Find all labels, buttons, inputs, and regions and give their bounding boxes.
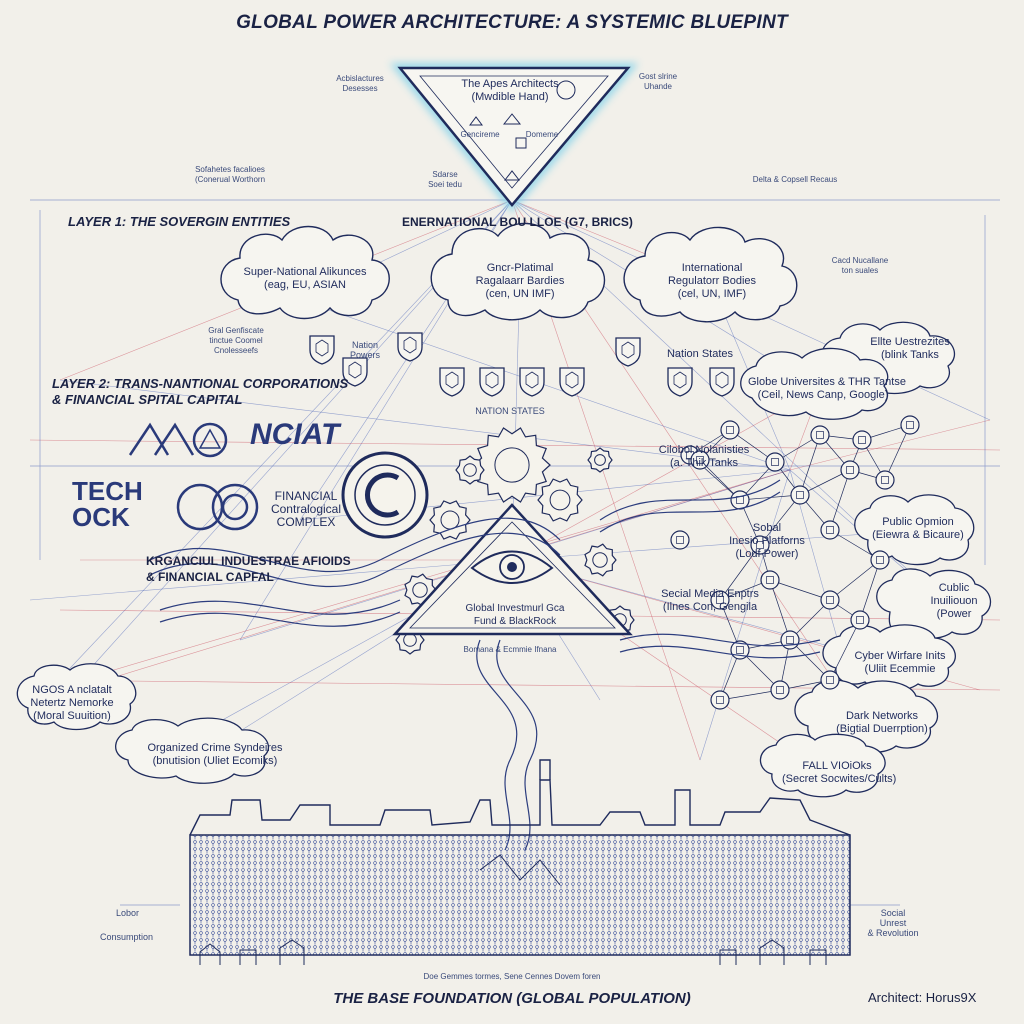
bureau-label: Bomana & Ecmmie Ifnana xyxy=(440,645,580,655)
ngos-label: NGOS A nclatalt Netertz Nemorke (Moral S… xyxy=(22,684,122,723)
network-node xyxy=(853,431,871,449)
cyber-label: Cyber Wirfare Inits (Uliit Ecemmie xyxy=(840,650,960,676)
nation-states-center-label: NATION STATES xyxy=(460,406,560,416)
gear-icon xyxy=(588,448,612,472)
note-gral: Gral Genfiscate tinctue Coomel Cnolessee… xyxy=(196,326,276,356)
intl-regulatory-label: International Regulatorr Bodies (cel, UN… xyxy=(632,262,792,301)
industrial-heading: KRGANCIUL INDUESTRAE AFIOIDS & FINANCIAL… xyxy=(146,553,351,585)
gear-icon xyxy=(585,544,616,576)
shield-icon xyxy=(710,368,734,396)
network-node xyxy=(771,681,789,699)
network-link xyxy=(830,560,880,600)
network-node xyxy=(871,551,889,569)
shield-icon xyxy=(480,368,504,396)
network-node xyxy=(781,631,799,649)
note-top-right: Gost slrine Uhande xyxy=(628,72,688,92)
global-fund-label: Global Investmurl Gca Fund & BlackRock xyxy=(440,602,590,628)
network-node xyxy=(841,461,859,479)
note-right-top: Cacd Nucallane ton suales xyxy=(820,256,900,276)
shield-icon xyxy=(398,333,422,361)
dark-networks-label: Dark Networks (Bigtial Duerrption) xyxy=(822,710,942,736)
social-platform-label: Sobal Inesio Platforns (Lodf Power) xyxy=(712,522,822,561)
social-media-label: Secial Media Enptrs (Ilnes Con, Gengila xyxy=(650,588,770,614)
network-node xyxy=(876,471,894,489)
note-top-left: Acbislactures Desesses xyxy=(320,74,400,94)
elite-label: Ellte Uestrezites (blink Tanks xyxy=(860,336,960,362)
base-foundation xyxy=(190,760,850,965)
gear-icon xyxy=(538,479,582,521)
note-left-mid: Sofahetes facalioes (Conerual Worthorn xyxy=(180,165,280,185)
network-node xyxy=(811,426,829,444)
labor-label: Lobor xyxy=(116,908,139,918)
shield-icon xyxy=(616,338,640,366)
nation-powers-label: Nation Powers xyxy=(330,340,400,360)
fall-societies-label: FALL VIOiOks (Secret Socwites/Cults) xyxy=(782,760,892,786)
network-node xyxy=(731,491,749,509)
network-node xyxy=(791,486,809,504)
crime-label: Organized Crime Syndeires (bnutision (Ul… xyxy=(140,742,290,768)
layer1-heading: LAYER 1: THE SOVERGIN ENTITIES xyxy=(68,214,290,230)
shield-icon xyxy=(668,368,692,396)
note-delta: Delta & Copsell Recaus xyxy=(740,175,850,185)
diagram-title: GLOBAL POWER ARCHITECTURE: A SYSTEMIC BL… xyxy=(0,12,1024,34)
financial-complex-label: FINANCIAL Contralogical COMPLEX xyxy=(256,490,356,529)
cubic-label: Cublic Inuiliouon (Power xyxy=(922,582,986,621)
social-unrest-label: Social Unrest & Revolution xyxy=(858,908,928,938)
apex-line2: (Mwdible Hand) xyxy=(430,91,590,104)
consumption-label: Consumption xyxy=(100,932,153,942)
public-opinion-label: Public Opmion (Eiewra & Bicaure) xyxy=(868,516,968,542)
apex-sub-right: Domeme xyxy=(512,130,572,140)
network-node xyxy=(761,571,779,589)
shield-icon xyxy=(560,368,584,396)
network-node xyxy=(821,671,839,689)
apex-sub-left: Gencireme xyxy=(450,130,510,140)
shield-icon xyxy=(520,368,544,396)
shield-icon xyxy=(440,368,464,396)
tech-block-label: TECH OCK xyxy=(72,478,172,530)
network-node xyxy=(821,591,839,609)
network-node xyxy=(711,691,729,709)
gear-icon xyxy=(430,501,470,539)
layer2-heading: LAYER 2: TRANS-NANTIONAL CORPORATIONS & … xyxy=(52,376,348,408)
nation-states-right-label: Nation States xyxy=(650,348,750,361)
supranational-label: Super-National Alikunces (eag, EU, ASIAN xyxy=(230,266,380,292)
gear-icon xyxy=(456,456,484,484)
architect-credit: Architect: Horus9X xyxy=(868,990,976,1005)
apex-label[interactable]: The Apes Architects (Mwdible Hand) xyxy=(430,78,590,104)
network-node xyxy=(851,611,869,629)
global-bodies-label: Gncr-Platimal Ragalaarr Bardies (cen, UN… xyxy=(440,262,600,301)
globe-univ-label: Globe Universites & THR Tantse (Ceil, Ne… xyxy=(748,376,898,402)
network-node xyxy=(766,453,784,471)
network-node xyxy=(671,531,689,549)
base-caption: Doe Gemmes tormes, Sene Cennes Dovem for… xyxy=(362,972,662,982)
network-node xyxy=(821,521,839,539)
citizens-label: Cilobol Nolanisties (a. Thik Tanks xyxy=(644,444,764,470)
international-bloc-heading: ENERNATIONAL BOU LLOE (G7, BRICS) xyxy=(402,214,633,230)
apex-line1: The Apes Architects xyxy=(430,78,590,91)
apex-sub-bottom: Sdarse Soei tedu xyxy=(420,170,470,190)
network-node xyxy=(901,416,919,434)
network-node xyxy=(721,421,739,439)
acronym-label: NCIAT xyxy=(250,418,339,452)
